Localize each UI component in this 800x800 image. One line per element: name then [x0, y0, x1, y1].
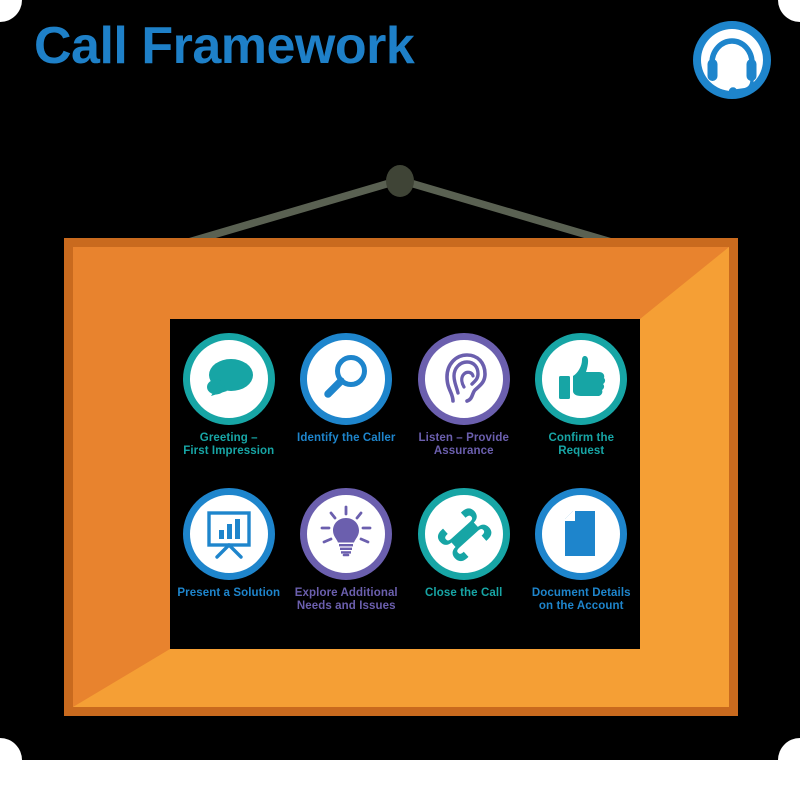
step-label-5: Present a Solution [177, 587, 281, 599]
picture-frame: Greeting – First Impression Identify the… [64, 238, 738, 716]
speech-bubble-icon [206, 359, 253, 396]
lightbulb-icon [320, 505, 372, 557]
backdrop-corner-top-left [0, 0, 22, 22]
thumbs-up-icon [559, 356, 606, 399]
step-label-4: Confirm the Request [548, 432, 615, 458]
ear-icon [444, 353, 487, 403]
document-page-icon [564, 510, 596, 556]
step-card-3[interactable]: Listen – Provide Assurance [405, 333, 523, 488]
step-card-6[interactable]: Explore Additional Needs and Issues [288, 488, 406, 643]
step-card-7[interactable]: Close the Call [405, 488, 523, 643]
step-badge-5 [182, 488, 275, 580]
step-badge-2 [300, 333, 393, 425]
step-label-3: Listen – Provide Assurance [418, 432, 509, 458]
page-title: Call Framework [34, 17, 415, 75]
backdrop-corner-bottom-left [0, 738, 22, 760]
step-badge-1 [182, 333, 275, 425]
frame-bevel-highlight [73, 247, 729, 707]
frame-body: Greeting – First Impression Identify the… [73, 247, 729, 707]
magnifying-glass-icon [324, 355, 368, 398]
frame-canvas: Greeting – First Impression Identify the… [170, 319, 640, 649]
nail-knob [386, 165, 414, 197]
presentation-chart-icon [207, 511, 251, 559]
step-card-2[interactable]: Identify the Caller [288, 333, 406, 488]
step-card-1[interactable]: Greeting – First Impression [170, 333, 288, 488]
step-card-8[interactable]: Document Details on the Account [523, 488, 641, 643]
step-card-4[interactable]: Confirm the Request [523, 333, 641, 488]
step-label-2: Identify the Caller [297, 432, 396, 444]
backdrop-corner-top-right [778, 0, 800, 22]
step-card-5[interactable]: Present a Solution [170, 488, 288, 643]
step-badge-8 [535, 488, 628, 580]
headset-icon [690, 18, 774, 102]
step-label-1: Greeting – First Impression [183, 432, 275, 458]
step-badge-3 [417, 333, 510, 425]
backdrop-corner-bottom-right [778, 738, 800, 760]
step-label-7: Close the Call [425, 587, 503, 599]
step-grid: Greeting – First Impression Identify the… [170, 319, 640, 649]
telephone-handset-icon [437, 508, 492, 562]
step-label-6: Explore Additional Needs and Issues [294, 587, 398, 613]
hanging-wire [0, 160, 800, 255]
step-label-8: Document Details on the Account [531, 587, 631, 613]
step-badge-7 [417, 488, 510, 580]
step-badge-6 [300, 488, 393, 580]
step-badge-4 [535, 333, 628, 425]
